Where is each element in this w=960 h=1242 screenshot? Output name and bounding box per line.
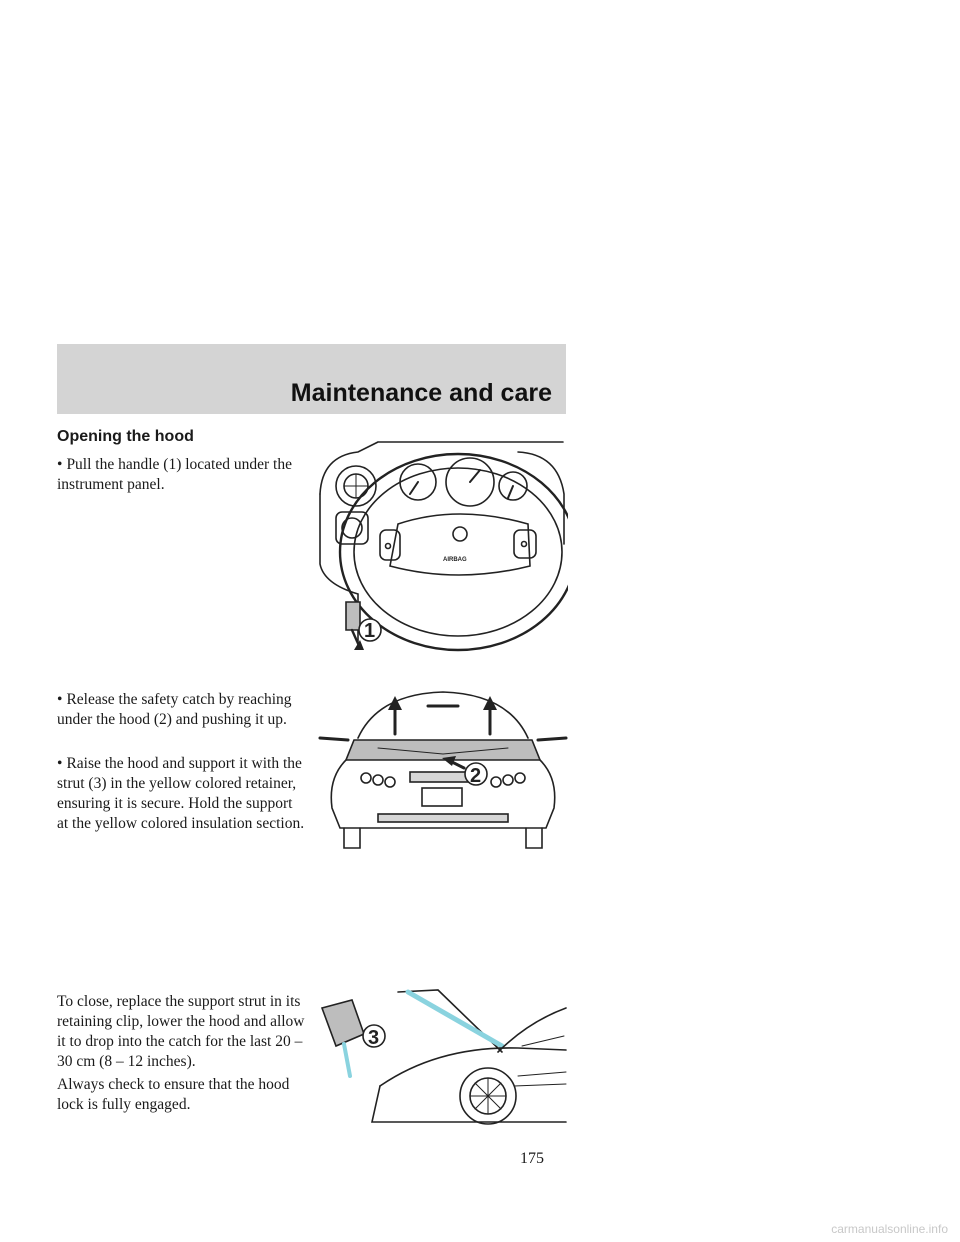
figure-callout: 2 — [470, 765, 481, 787]
instruction-paragraph: Always check to ensure that the hood loc… — [57, 1075, 307, 1115]
instruction-paragraph: Raise the hood and support it with the s… — [57, 754, 307, 834]
instruction-paragraph: Release the safety catch by reaching und… — [57, 690, 307, 730]
instruction-text: Raise the hood and support it with the s… — [57, 755, 305, 832]
footer-watermark-text: carmanualsonline.info — [831, 1222, 948, 1236]
car-front-illustration: 2 — [318, 691, 568, 849]
instruction-paragraph: To close, replace the support strut in i… — [57, 992, 307, 1072]
steering-wheel-illustration: 1 AIRBAG — [319, 441, 568, 652]
airbag-label: AIRBAG — [443, 557, 467, 563]
instruction-text: Pull the handle (1) located under the in… — [57, 456, 292, 493]
section-header-band: Maintenance and care — [57, 344, 566, 414]
page-heading: Opening the hood — [57, 428, 194, 445]
instruction-text: Release the safety catch by reaching und… — [57, 691, 292, 728]
figure-callout: 3 — [368, 1027, 379, 1049]
section-title: Maintenance and care — [290, 379, 552, 407]
instruction-paragraph: Pull the handle (1) located under the in… — [57, 455, 307, 495]
instruction-text: To close, replace the support strut in i… — [57, 993, 305, 1070]
page-number: 175 — [520, 1150, 544, 1167]
footer-watermark: carmanualsonline.info — [0, 1218, 960, 1242]
figure-callout: 1 — [364, 620, 375, 642]
car-hood-strut-illustration: 3 — [320, 989, 567, 1125]
instruction-text: Always check to ensure that the hood loc… — [57, 1076, 290, 1113]
